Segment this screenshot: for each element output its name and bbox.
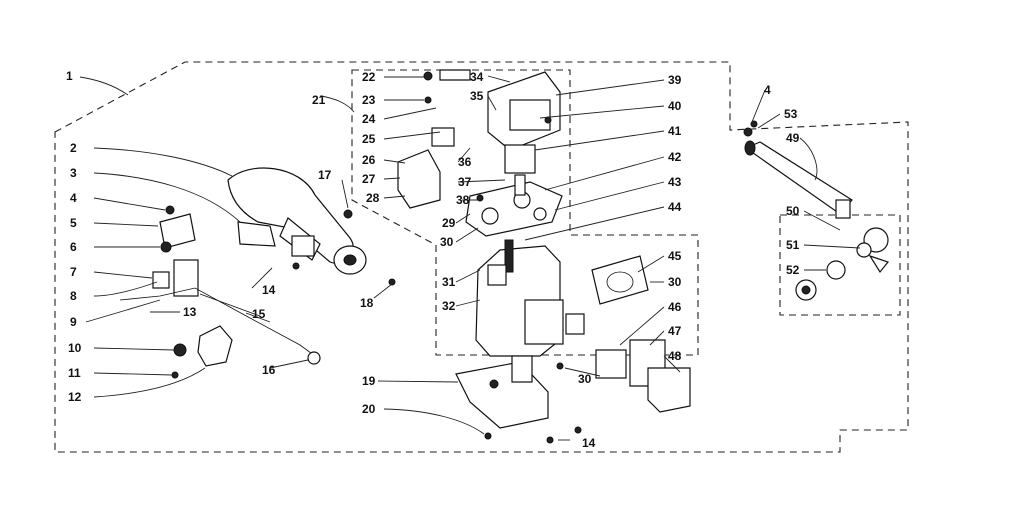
callout-34: 34: [470, 70, 484, 84]
callout-6: 6: [70, 240, 77, 254]
ignitor-module: [171, 325, 233, 379]
callout-11: 11: [68, 366, 81, 380]
pipe-fitting-50-52: [795, 227, 890, 301]
callout-39: 39: [668, 73, 682, 87]
callout-22: 22: [362, 70, 376, 84]
callout-1: 1: [66, 69, 73, 83]
callout-9: 9: [70, 315, 77, 329]
callout-37: 37: [458, 175, 472, 189]
callout-14: 14: [262, 283, 276, 297]
callout-5: 5: [70, 216, 77, 230]
valve-subassembly-boundary: [351, 69, 699, 356]
gas-pipe-49: [744, 140, 853, 219]
callout-23: 23: [362, 93, 376, 107]
callout-45: 45: [668, 249, 682, 263]
callout-28: 28: [366, 191, 380, 205]
callout-17: 17: [318, 168, 332, 182]
callout-41: 41: [668, 124, 682, 138]
thermocouple-lead: [119, 287, 321, 365]
callout-21: 21: [312, 93, 326, 107]
gasket-45: [591, 255, 649, 305]
callout-12: 12: [68, 390, 82, 404]
callout-18: 18: [360, 296, 374, 310]
callout-50: 50: [786, 204, 800, 218]
leader-lines: [79, 75, 861, 441]
callout-15: 15: [252, 307, 266, 321]
valve-top-plate: [465, 181, 563, 237]
callout-8: 8: [70, 289, 77, 303]
callout-47: 47: [668, 324, 682, 338]
small-fasteners: [292, 116, 758, 444]
callout-46: 46: [668, 300, 682, 314]
thermocouple-bracket: [152, 205, 199, 297]
callout-43: 43: [668, 175, 682, 189]
callout-19: 19: [362, 374, 376, 388]
callout-4: 4: [70, 191, 77, 205]
callout-7: 7: [70, 265, 77, 279]
valve-body: [475, 239, 585, 357]
callout-42: 42: [668, 150, 682, 164]
burner-tube: [227, 167, 367, 275]
callout-48: 48: [668, 349, 682, 363]
callout-51: 51: [786, 238, 800, 252]
callout-3: 3: [70, 166, 77, 180]
callout-2: 2: [70, 141, 77, 155]
callout-27: 27: [362, 172, 376, 186]
callout-52: 52: [786, 263, 800, 277]
mounting-bracket-19: [455, 355, 549, 429]
callout-20: 20: [362, 402, 376, 416]
control-module-46-48: [595, 339, 691, 413]
callout-26: 26: [362, 153, 376, 167]
callout-4-right: 4: [764, 83, 771, 97]
callout-16: 16: [262, 363, 276, 377]
callout-29: 29: [442, 216, 456, 230]
pipe-fitting-subassembly-boundary: [779, 214, 901, 316]
callout-24: 24: [362, 112, 376, 126]
callout-36: 36: [458, 155, 472, 169]
orifice-bracket: [237, 221, 315, 257]
callout-labels: 1 2 3 4 5 6 7 8 9 10 11 12 13 14 15 16 1…: [66, 69, 800, 450]
callout-14-lower: 14: [582, 436, 596, 450]
callout-10: 10: [68, 341, 82, 355]
callout-30-lower: 30: [578, 372, 592, 386]
callout-40: 40: [668, 99, 682, 113]
callout-25: 25: [362, 132, 376, 146]
callout-32: 32: [442, 299, 456, 313]
callout-31: 31: [442, 275, 456, 289]
callout-49: 49: [786, 131, 800, 145]
main-assembly-boundary: [54, 61, 909, 453]
solenoid-housing: [487, 71, 561, 196]
callout-53: 53: [784, 107, 798, 121]
callout-38: 38: [456, 193, 470, 207]
callout-30-right: 30: [668, 275, 682, 289]
callout-30: 30: [440, 235, 454, 249]
callout-35: 35: [470, 89, 484, 103]
callout-13: 13: [183, 305, 197, 319]
callout-44: 44: [668, 200, 682, 214]
